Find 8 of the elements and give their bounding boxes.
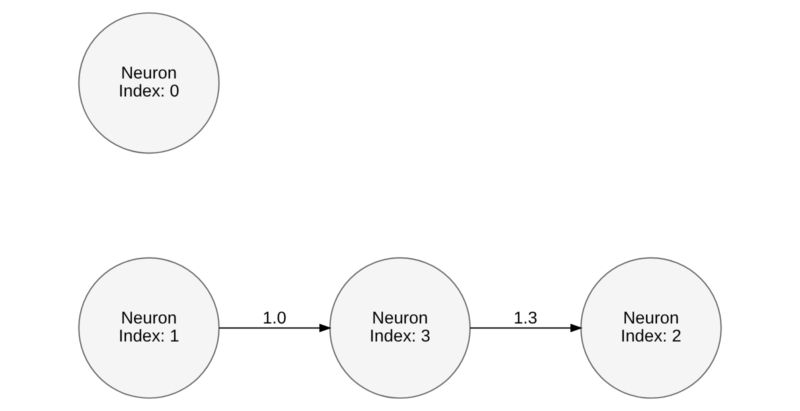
edge-label: 1.0 (262, 308, 286, 328)
arrow (470, 324, 583, 332)
edge-label: 1.3 (514, 308, 538, 328)
node-circle: Neuron Index: 0 (78, 12, 220, 154)
node-circle: Neuron Index: 1 (78, 257, 220, 399)
node-circle: Neuron Index: 3 (329, 257, 471, 399)
arrow (219, 324, 332, 332)
node-circle: Neuron Index: 2 (580, 257, 722, 399)
